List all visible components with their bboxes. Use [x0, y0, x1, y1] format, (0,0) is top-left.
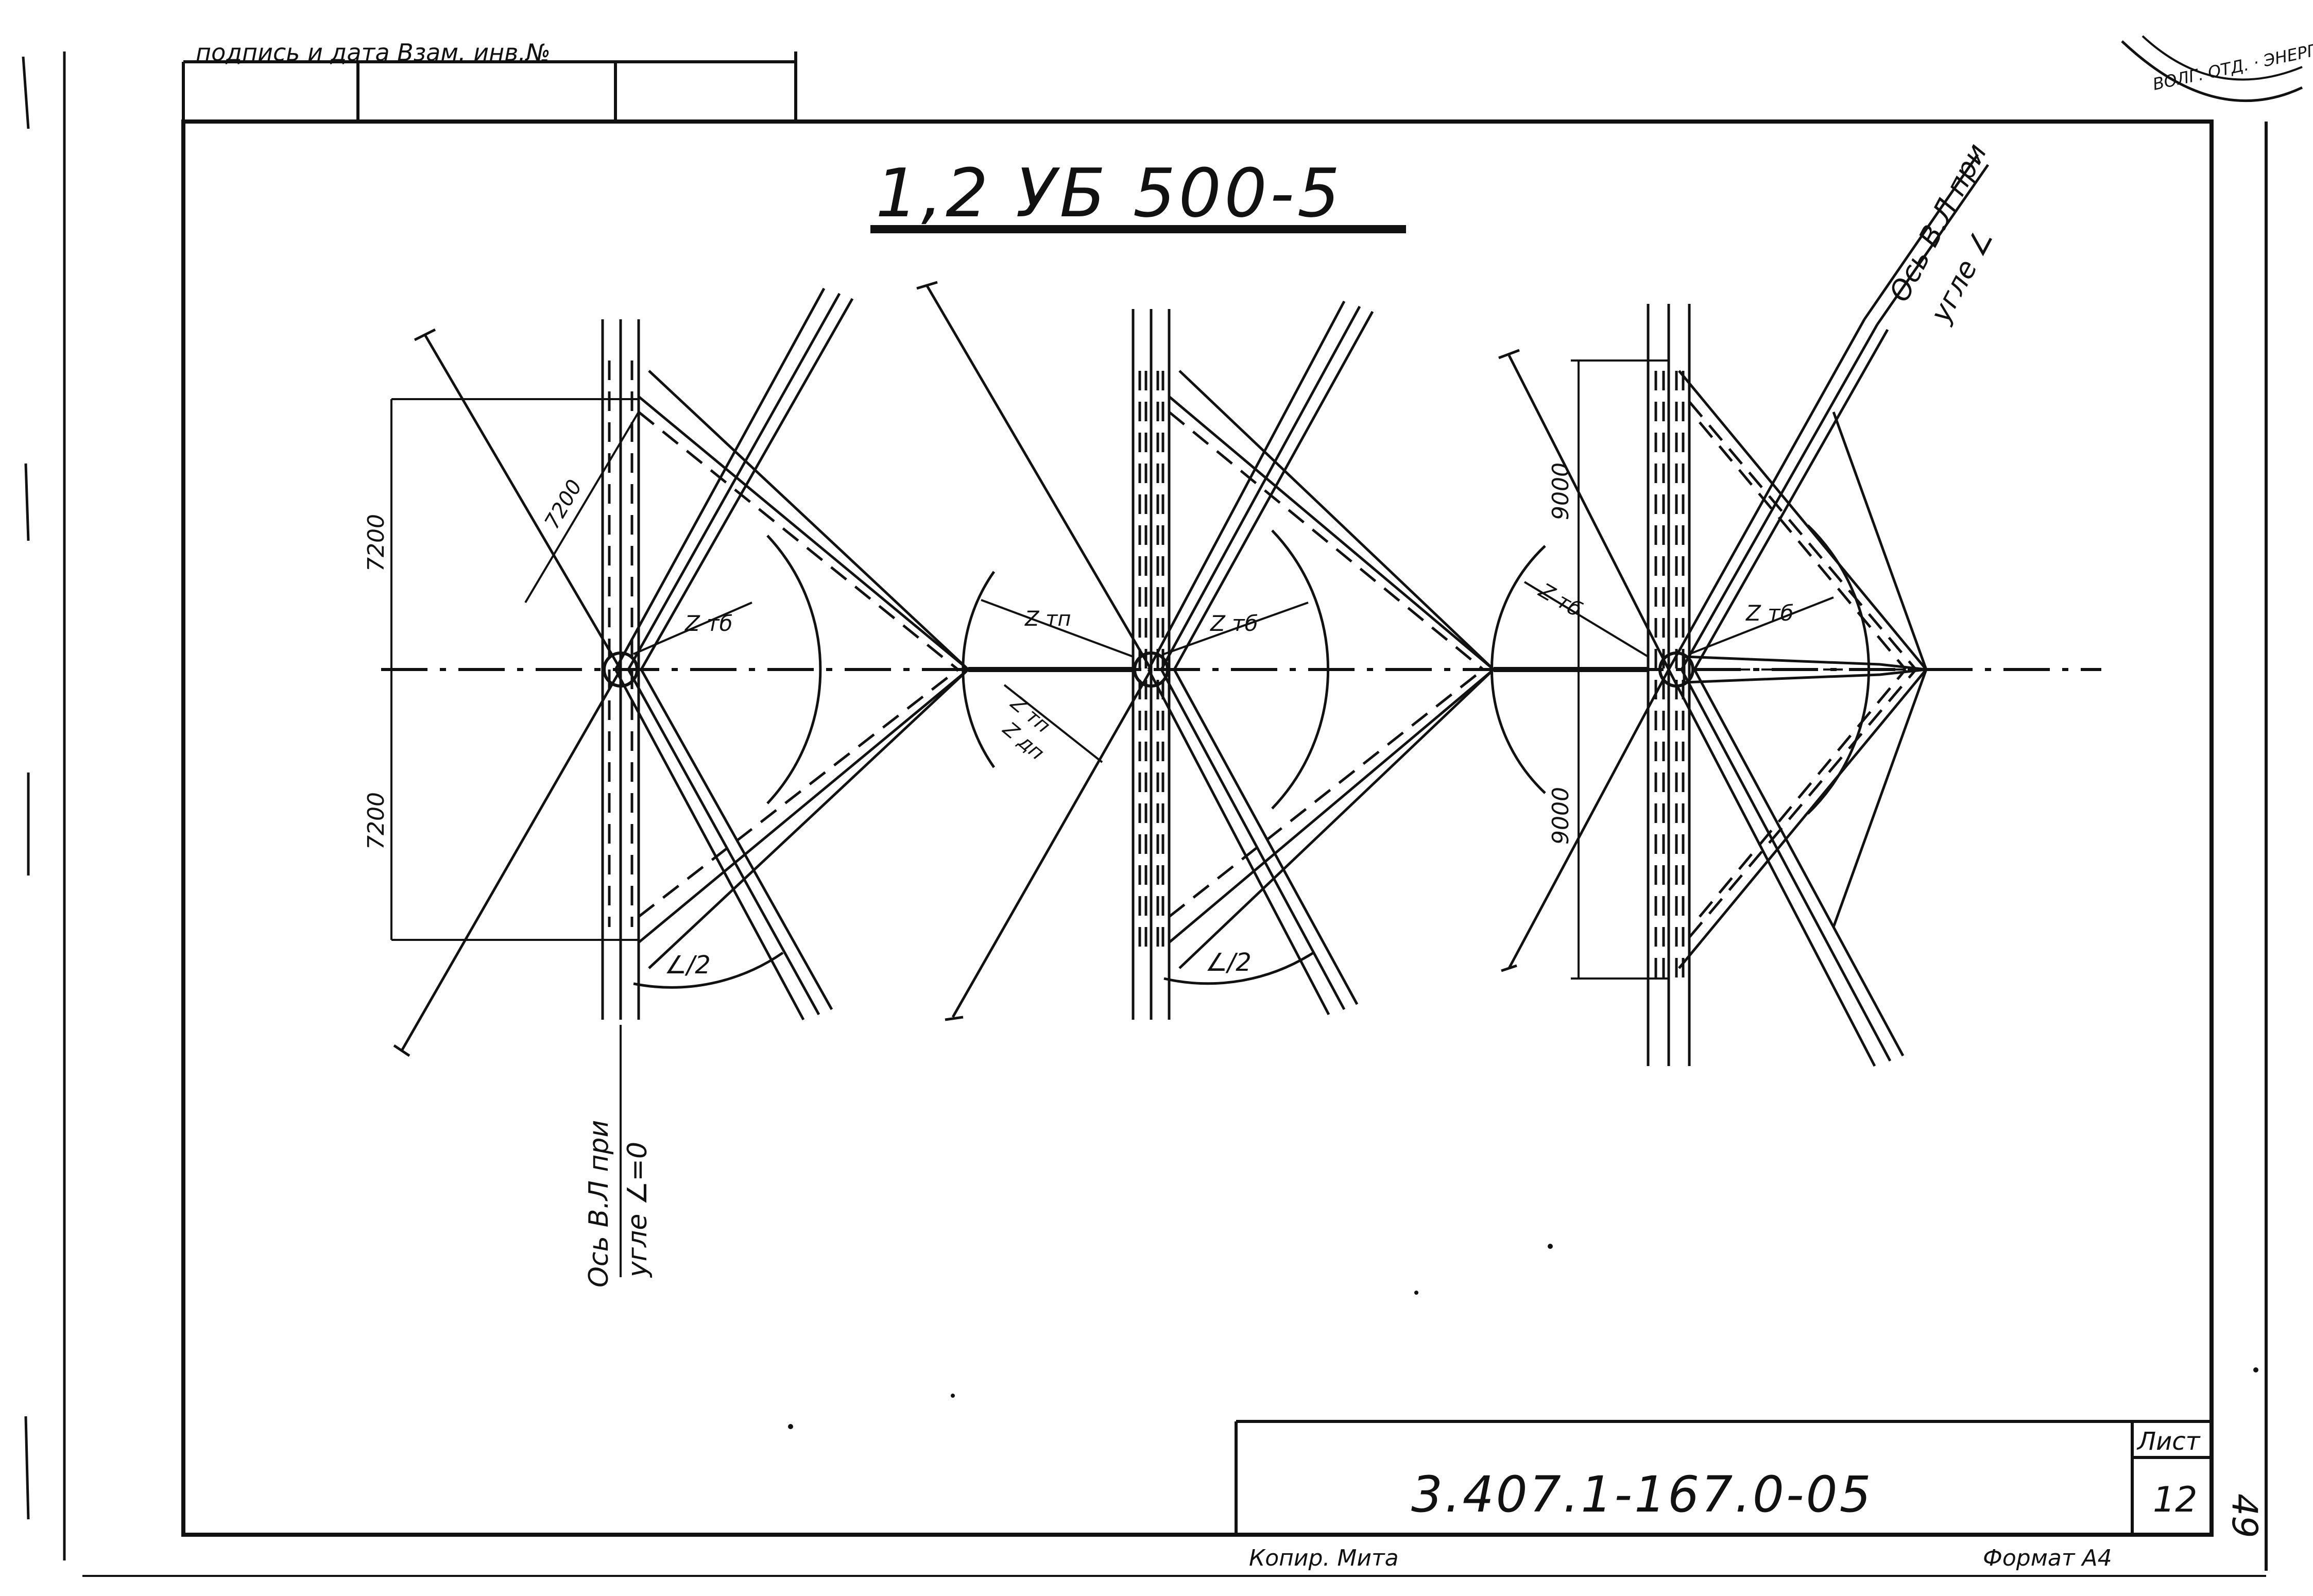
- dim-left-lower: 7200: [363, 792, 389, 850]
- tower-middle: [916, 281, 1495, 1021]
- radius-label-left: Z тб: [684, 611, 733, 636]
- tower-left: [381, 287, 969, 1057]
- dim-right-upper: 9000: [1548, 462, 1574, 520]
- format-label: Формат А4: [1983, 1545, 2112, 1571]
- sheet-number: 12: [2153, 1480, 2198, 1520]
- radius-label-mid-left: Z тп: [1024, 607, 1071, 631]
- doc-code: 3.407.1-167.0-05: [1411, 1466, 1873, 1523]
- dim-left-upper: 7200: [363, 514, 389, 572]
- radius-label-right: Z тб: [1745, 600, 1794, 626]
- header-fragment-text: подпись и дата Взам. инв.№: [196, 39, 551, 66]
- sheet-label: Лист: [2136, 1427, 2201, 1456]
- approval-stamp: ВОЛГ. ОТД. · ЭНЕРГОСЕТЬПРОЕКТ: [2121, 14, 2313, 102]
- title-block: [1235, 1420, 2212, 1535]
- svg-text:ВОЛГ. ОТД. · ЭНЕРГОСЕТЬПРОЕКТ: ВОЛГ. ОТД. · ЭНЕРГОСЕТЬПРОЕКТ: [2151, 14, 2313, 94]
- drawing-frame: [181, 119, 2214, 1537]
- dim-right-lower: 9000: [1548, 787, 1574, 845]
- tower-right: [1490, 153, 1990, 1067]
- drawing-title: 1,2 УБ 500-5: [876, 154, 1343, 232]
- axis-a0-label-line2: угле ∠=0: [622, 1142, 653, 1278]
- half-angle-mid: ∠/2: [1205, 948, 1252, 977]
- header-table: [182, 52, 797, 122]
- scan-specks: [788, 1244, 2258, 1429]
- axis-a0-label-line1: Ось В.Л при: [584, 1120, 614, 1288]
- radius-label-mid: Z тб: [1210, 611, 1258, 636]
- dim-left-diag: 7200: [540, 476, 587, 533]
- left-margin-marks: [22, 52, 66, 1560]
- half-angle-left: ∠/2: [664, 951, 711, 980]
- copied-by: Копир. Мита: [1249, 1545, 1399, 1571]
- page-number: 49: [2224, 1494, 2265, 1538]
